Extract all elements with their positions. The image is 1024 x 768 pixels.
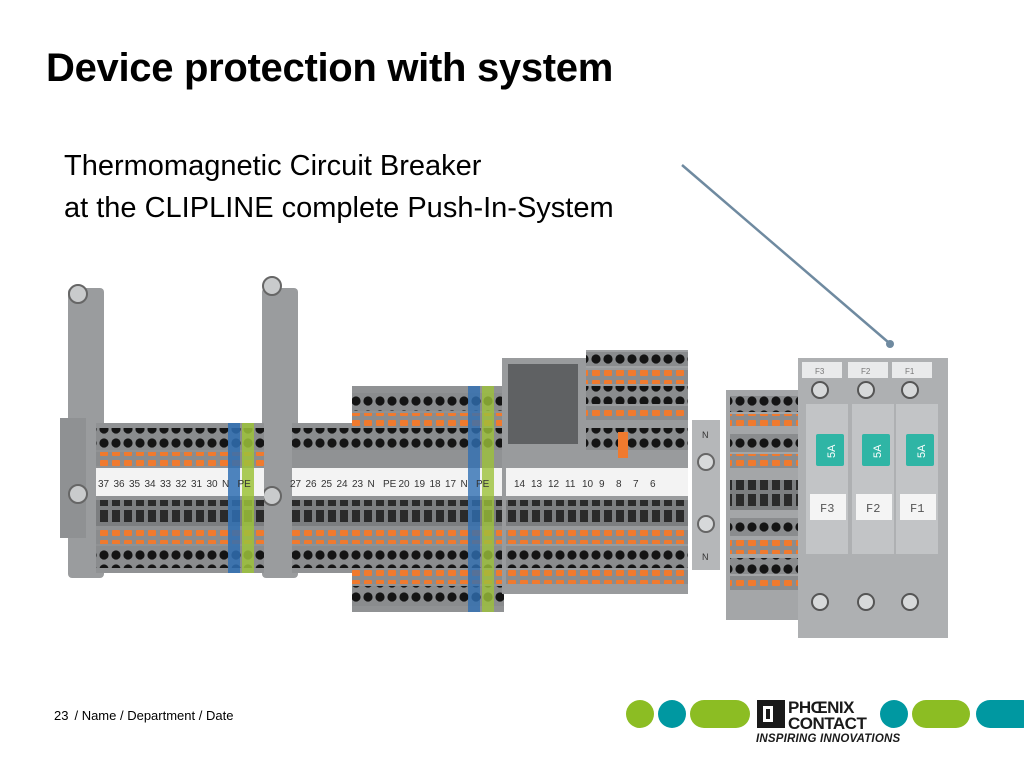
terminal-label: 13	[531, 479, 543, 490]
end-bracket-left	[60, 284, 104, 578]
n-marker-column	[692, 420, 720, 570]
terminal-label: 36	[114, 479, 126, 490]
terminal-label: 8	[616, 479, 622, 490]
terminal-label: 7	[633, 479, 639, 490]
terminal-label: 25	[321, 479, 333, 490]
terminal-label: 9	[599, 479, 605, 490]
terminal-label: N	[222, 479, 229, 490]
footer-meta: / Name / Department / Date	[74, 708, 234, 723]
subtitle-line-2: at the CLIPLINE complete Push-In-System	[64, 192, 614, 224]
terminal-group-right	[502, 350, 688, 594]
phoenix-contact-logo-icon	[757, 700, 785, 728]
terminal-label: 37	[98, 479, 110, 490]
terminal-label: 11	[565, 479, 576, 490]
terminal-label: PE	[383, 479, 397, 490]
breaker-rating-f1: 5A	[916, 444, 928, 458]
brand-dot-strip	[626, 700, 1024, 728]
terminal-label: 12	[548, 479, 560, 490]
terminal-label: 23	[352, 479, 364, 490]
terminal-group-center	[352, 386, 504, 612]
slide-footer: 23 / Name / Department / Date	[54, 708, 233, 723]
terminal-group-left	[96, 423, 264, 573]
terminal-label: 34	[145, 479, 157, 490]
n-marker-top: N	[702, 430, 709, 440]
breaker-rating-f3: 5A	[826, 444, 838, 458]
terminal-label: PE	[476, 479, 490, 490]
logo-line-1: PHŒNIX	[788, 698, 854, 717]
terminal-label: 31	[191, 479, 203, 490]
terminal-label: 30	[207, 479, 219, 490]
terminal-label: 10	[582, 479, 594, 490]
breaker-rating-f2: 5A	[872, 444, 884, 458]
terminal-label: 14	[514, 479, 526, 490]
circuit-breakers	[798, 358, 948, 638]
n-marker-bottom: N	[702, 552, 709, 562]
terminal-label: 6	[650, 479, 656, 490]
terminal-label: N	[461, 479, 468, 490]
terminal-label: 17	[445, 479, 457, 490]
page-number: 23	[54, 708, 69, 723]
terminal-label: 27	[290, 479, 302, 490]
phoenix-contact-logo: PHŒNIX CONTACT	[788, 698, 867, 733]
terminal-label: 32	[176, 479, 188, 490]
terminal-label: 33	[160, 479, 172, 490]
terminal-label: 20	[399, 479, 411, 490]
subtitle-line-1: Thermomagnetic Circuit Breaker	[64, 150, 482, 182]
breaker-top-label-f3: F3	[815, 367, 825, 376]
terminal-label: 24	[337, 479, 349, 490]
slide-subtitle: Thermomagnetic Circuit Breaker at the CL…	[64, 145, 614, 229]
slide-title: Device protection with system	[46, 46, 614, 90]
breaker-bottom-label-f2: F2	[866, 502, 880, 516]
brand-tagline: INSPIRING INNOVATIONS	[756, 733, 901, 745]
breaker-top-label-f1: F1	[905, 367, 915, 376]
logo-line-2: CONTACT	[788, 714, 867, 733]
breaker-bottom-label-f1: F1	[910, 502, 924, 516]
terminal-label: 18	[430, 479, 442, 490]
terminal-label: PE	[238, 479, 252, 490]
breaker-bottom-label-f3: F3	[820, 502, 834, 516]
terminal-label: 26	[306, 479, 318, 490]
terminal-label: N	[368, 479, 375, 490]
terminal-label: 35	[129, 479, 141, 490]
terminal-label: 19	[414, 479, 426, 490]
breaker-top-label-f2: F2	[861, 367, 871, 376]
